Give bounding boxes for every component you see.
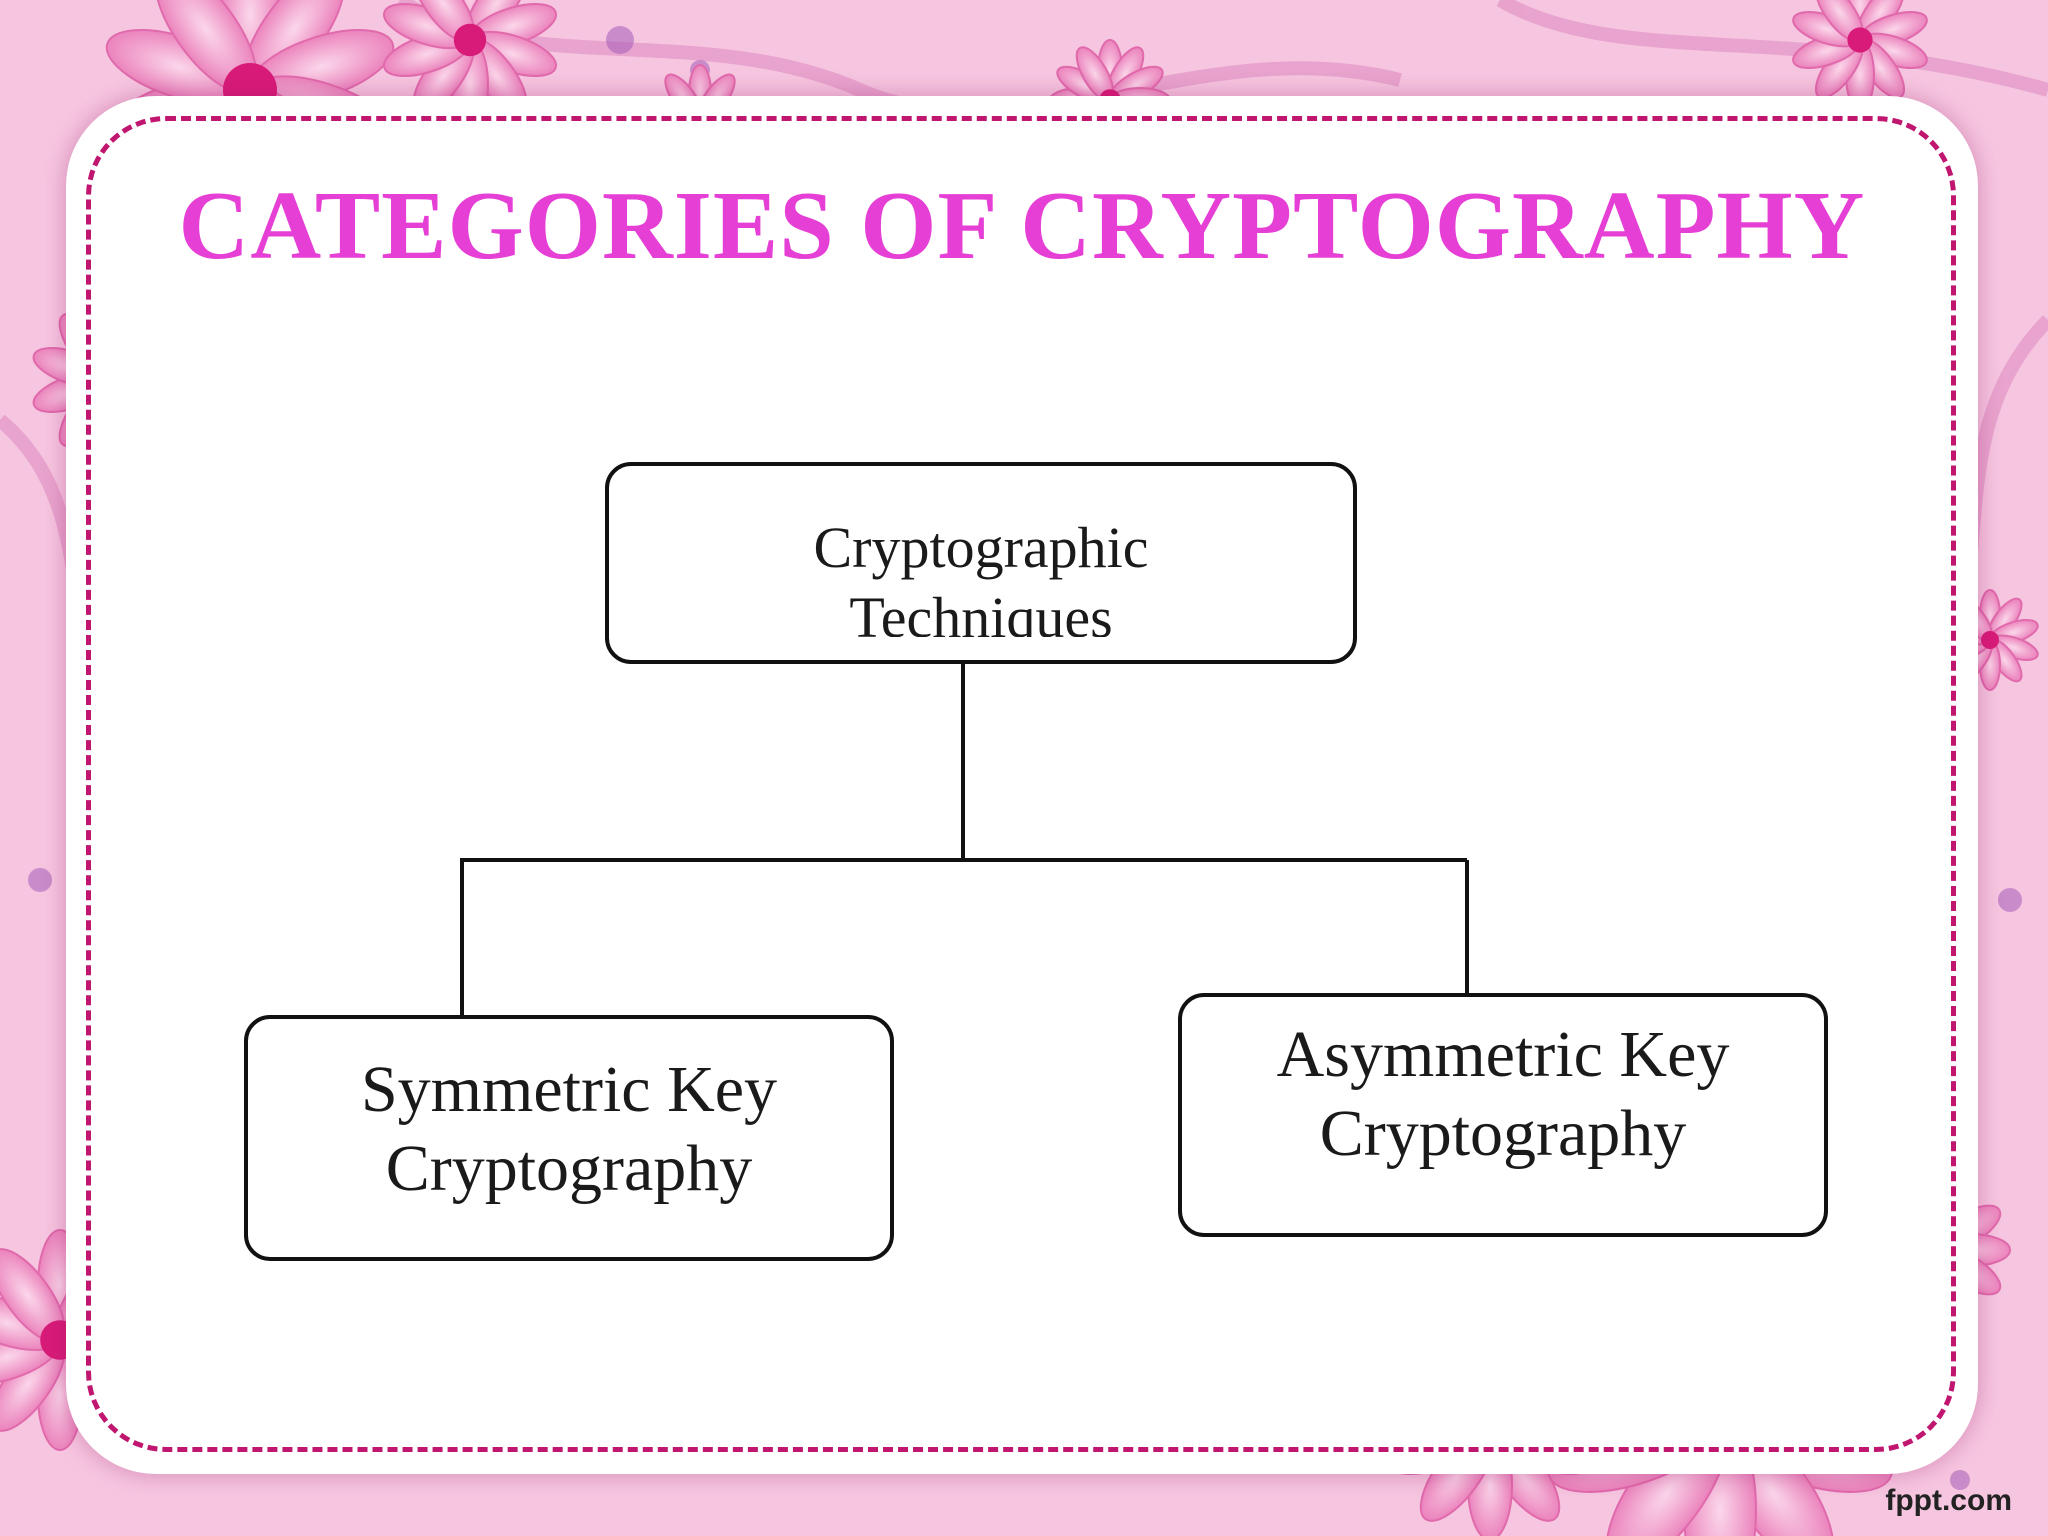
node-asymmetric-line1: Asymmetric Key [1276,1017,1730,1091]
flower-decoration [1792,0,1928,111]
node-asymmetric-line2: Cryptography [1319,1097,1687,1170]
node-symmetric-line2: Cryptography [385,1132,753,1205]
node-root-line1: Cryptographic [813,515,1149,581]
slide-title: CATEGORIES OF CRYPTOGRAPHY [178,172,1866,280]
node-asymmetric-key: Asymmetric Key Cryptography [1178,993,1828,1237]
node-symmetric-line1: Symmetric Key [360,1052,778,1126]
flower-decoration [383,0,557,131]
node-symmetric-key: Symmetric Key Cryptography [244,1015,894,1261]
node-cryptographic-techniques: Cryptographic Techniques [605,462,1357,664]
dashed-border [86,116,1956,1452]
watermark-fppt: fppt.com [1885,1484,2012,1517]
node-root-line2: Techniques [849,584,1113,637]
